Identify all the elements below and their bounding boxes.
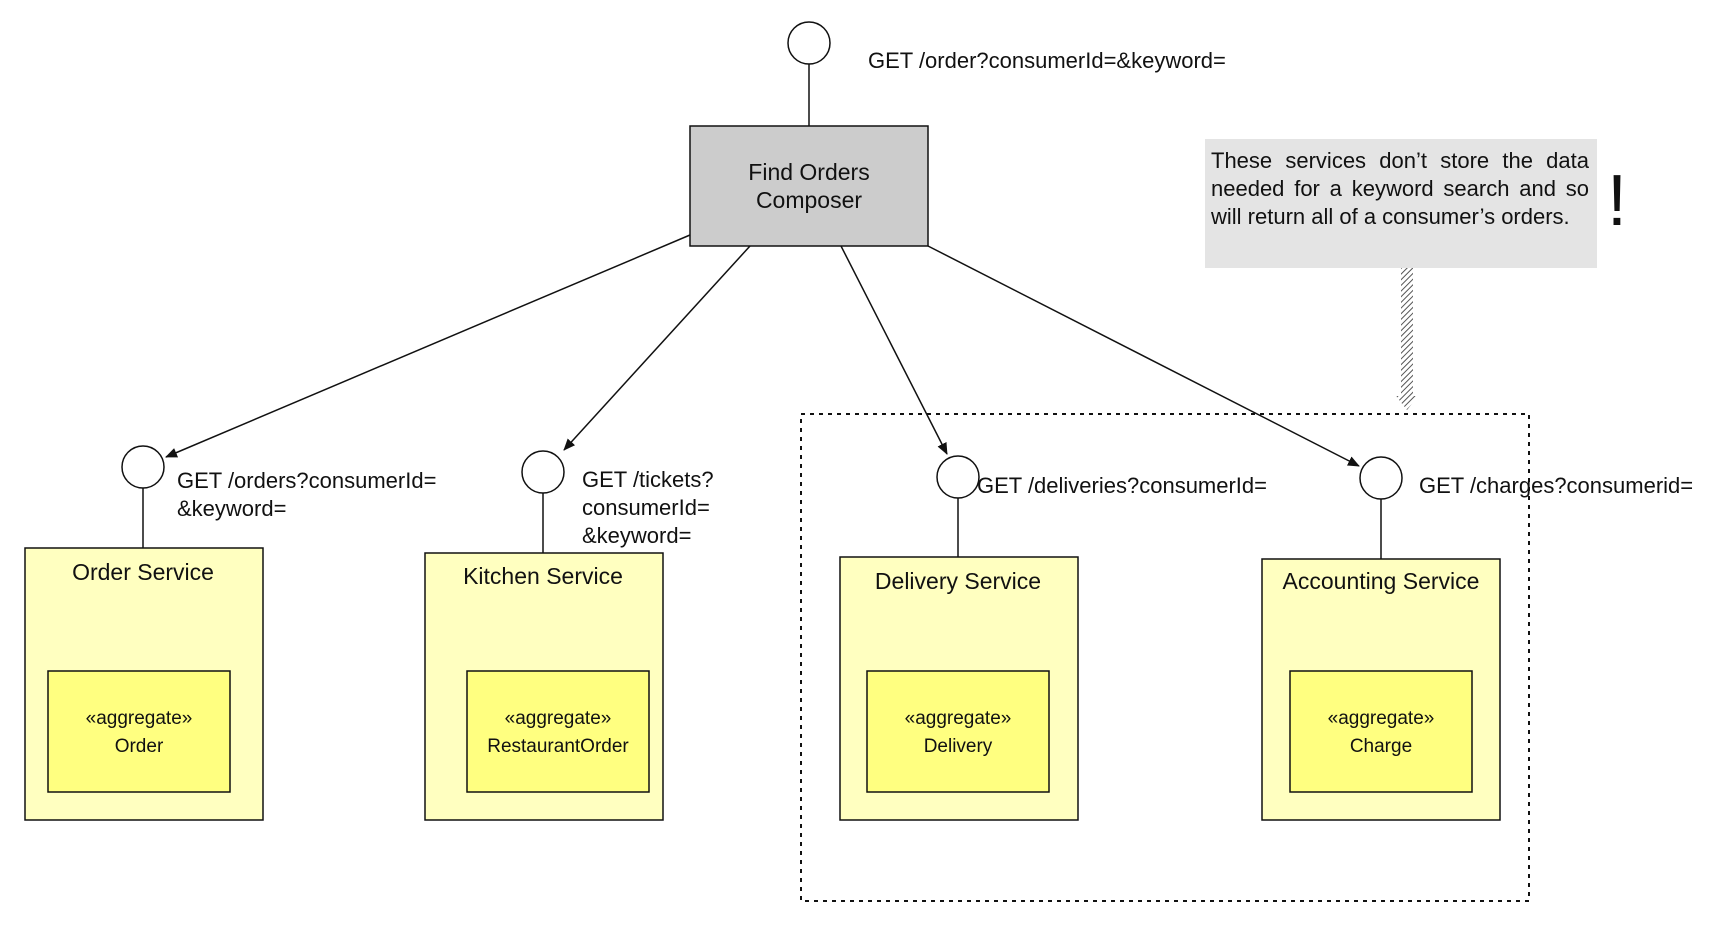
annotation-note: These services don’t store the data need…: [1205, 139, 1597, 268]
delivery-aggregate-name: Delivery: [924, 736, 993, 757]
charge-aggregate-box: [1289, 670, 1473, 793]
arrow-to-order-service: [165, 234, 691, 458]
warning-exclamation-icon: !: [1607, 161, 1628, 241]
kitchen-service-interface-circle: [521, 450, 565, 494]
note-connector-tip: [1396, 396, 1418, 410]
arrow-to-delivery-service: [840, 245, 948, 455]
non-keyword-services-boundary: [800, 413, 1530, 902]
accounting-service: GET /charges?consumerid= Accounting Serv…: [1261, 456, 1693, 821]
kitchen-service-endpoint-line3: &keyword=: [582, 523, 691, 548]
delivery-service: GET /deliveries?consumerId= Delivery Ser…: [839, 455, 1267, 821]
accounting-service-title: Accounting Service: [1283, 568, 1480, 594]
order-aggregate-name: Order: [115, 736, 164, 757]
composer-title-line2: Composer: [756, 187, 862, 213]
order-service-interface-circle: [121, 445, 165, 489]
delivery-service-interface-circle: [936, 455, 980, 499]
order-aggregate-stereotype: «aggregate»: [86, 708, 193, 729]
note-connector: [1401, 268, 1413, 396]
restaurantorder-aggregate-box: [466, 670, 650, 793]
order-service-endpoint-line2: &keyword=: [177, 496, 286, 521]
order-service-endpoint-line1: GET /orders?consumerId=: [177, 468, 436, 493]
accounting-service-endpoint-label: GET /charges?consumerid=: [1419, 473, 1693, 498]
kitchen-service-endpoint-line2: consumerId=: [582, 495, 710, 520]
composer-title-line1: Find Orders: [748, 159, 869, 185]
delivery-aggregate-stereotype: «aggregate»: [905, 708, 1012, 729]
delivery-service-title: Delivery Service: [875, 568, 1041, 594]
composer-endpoint-label: GET /order?consumerId=&keyword=: [868, 48, 1226, 73]
charge-aggregate-stereotype: «aggregate»: [1328, 708, 1435, 729]
arrow-to-accounting-service: [927, 245, 1360, 467]
kitchen-service-endpoint-line1: GET /tickets?: [582, 467, 714, 492]
accounting-service-interface-circle: [1359, 456, 1403, 500]
delivery-service-endpoint-label: GET /deliveries?consumerId=: [977, 473, 1267, 498]
delivery-aggregate-box: [866, 670, 1050, 793]
composer-interface-circle: [787, 21, 831, 65]
kitchen-service: GET /tickets? consumerId= &keyword= Kitc…: [424, 450, 714, 821]
charge-aggregate-name: Charge: [1350, 736, 1412, 757]
kitchen-service-title: Kitchen Service: [463, 563, 623, 589]
find-orders-composer-box: [689, 125, 929, 247]
order-service: GET /orders?consumerId= &keyword= Order …: [24, 445, 436, 821]
order-service-title: Order Service: [72, 559, 214, 585]
restaurantorder-aggregate-name: RestaurantOrder: [487, 736, 629, 757]
restaurantorder-aggregate-stereotype: «aggregate»: [505, 708, 612, 729]
order-aggregate-box: [47, 670, 231, 793]
arrow-to-kitchen-service: [563, 245, 751, 451]
